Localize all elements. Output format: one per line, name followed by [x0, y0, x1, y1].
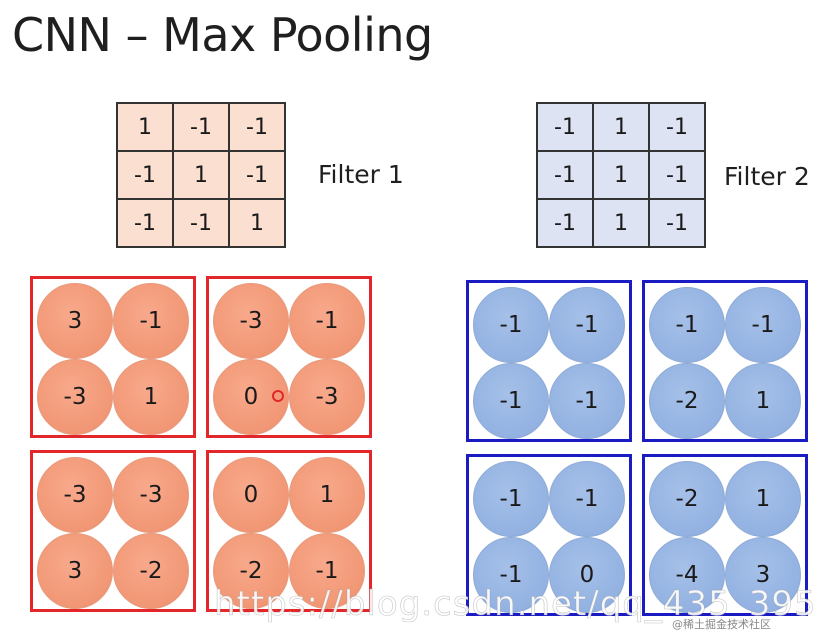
- feature-value-circle: -3: [289, 359, 365, 435]
- feature-value-circle: -1: [113, 283, 189, 359]
- feature-value-circle: 0: [549, 537, 625, 613]
- feature-value-circle: -1: [289, 283, 365, 359]
- filter-2-label: Filter 2: [724, 162, 810, 191]
- filter-1-cell: -1: [117, 151, 173, 199]
- filter-2-cell: 1: [593, 103, 649, 151]
- pointer-cursor-icon: [272, 390, 284, 402]
- filter-1-cell: -1: [173, 199, 229, 247]
- filter-1-cell: -1: [173, 103, 229, 151]
- feature-value-circle: -2: [213, 533, 289, 609]
- filter-1-cell: 1: [173, 151, 229, 199]
- filter-1-cell: -1: [229, 151, 285, 199]
- filter-2-cell: -1: [537, 103, 593, 151]
- filter-1-cell: 1: [117, 103, 173, 151]
- feature-value-circle: -1: [725, 287, 801, 363]
- feature-value-circle: 3: [725, 537, 801, 613]
- filter-2-cell: -1: [537, 199, 593, 247]
- watermark-tag: @稀土掘金技术社区: [672, 618, 771, 631]
- filter-2-cell: 1: [593, 151, 649, 199]
- filter-1-label: Filter 1: [318, 160, 404, 189]
- feature-value-circle: -2: [649, 461, 725, 537]
- filter-2-cell: -1: [537, 151, 593, 199]
- feature-value-circle: 1: [289, 457, 365, 533]
- pool-group-red: -3 -1 0 -3: [206, 276, 372, 438]
- filter-2-matrix: -1 1 -1 -1 1 -1 -1 1 -1: [536, 102, 706, 248]
- feature-value-circle: -1: [289, 533, 365, 609]
- feature-value-circle: 3: [37, 283, 113, 359]
- filter-2-cell: -1: [649, 151, 705, 199]
- feature-value-circle: 0: [213, 457, 289, 533]
- filter-1-matrix: 1 -1 -1 -1 1 -1 -1 -1 1: [116, 102, 286, 248]
- feature-value-circle: -1: [473, 363, 549, 439]
- filter-2-cell: 1: [593, 199, 649, 247]
- pool-group-blue: -1 -1 -1 0: [466, 454, 632, 616]
- feature-value-circle: -4: [649, 537, 725, 613]
- pool-group-blue: -1 -1 -1 -1: [466, 280, 632, 442]
- feature-value-circle: -3: [37, 457, 113, 533]
- feature-value-circle: 1: [725, 363, 801, 439]
- feature-value-circle: -3: [37, 359, 113, 435]
- feature-value-circle: -2: [649, 363, 725, 439]
- feature-value-circle: -1: [473, 287, 549, 363]
- filter-2-cell: -1: [649, 199, 705, 247]
- feature-value-circle: -1: [549, 287, 625, 363]
- pool-group-blue: -1 -1 -2 1: [642, 280, 808, 442]
- feature-value-circle: -1: [473, 537, 549, 613]
- feature-value-circle: -1: [549, 363, 625, 439]
- filter-1-cell: -1: [229, 103, 285, 151]
- pool-group-red: -3 -3 3 -2: [30, 450, 196, 612]
- feature-value-circle: -2: [113, 533, 189, 609]
- pool-group-blue: -2 1 -4 3: [642, 454, 808, 616]
- feature-value-circle: -1: [549, 461, 625, 537]
- pool-group-red: 3 -1 -3 1: [30, 276, 196, 438]
- filter-2-cell: -1: [649, 103, 705, 151]
- feature-value-circle: 1: [113, 359, 189, 435]
- pool-group-red: 0 1 -2 -1: [206, 450, 372, 612]
- filter-1-cell: -1: [117, 199, 173, 247]
- feature-value-circle: -1: [473, 461, 549, 537]
- filter-1-cell: 1: [229, 199, 285, 247]
- feature-value-circle: 1: [725, 461, 801, 537]
- feature-value-circle: -3: [213, 283, 289, 359]
- feature-value-circle: -1: [649, 287, 725, 363]
- watermark-url: https://blog.csdn.net/qq_435_395: [214, 584, 817, 625]
- feature-value-circle: 3: [37, 533, 113, 609]
- feature-value-circle: -3: [113, 457, 189, 533]
- page-title: CNN – Max Pooling: [12, 8, 433, 62]
